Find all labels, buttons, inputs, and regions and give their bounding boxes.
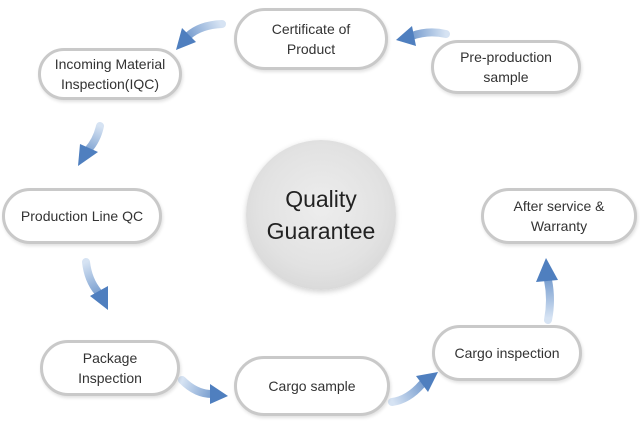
center-quality-guarantee: Quality Guarantee: [246, 140, 396, 290]
node-package-inspection: Package Inspection: [40, 340, 180, 396]
arrow-preproduction-to-certificate: [396, 26, 450, 46]
arrow-package-to-cargo-sample: [178, 376, 228, 404]
node-after-service-warranty: After service & Warranty: [481, 188, 637, 244]
node-production-line-qc: Production Line QC: [2, 188, 162, 244]
arrow-certificate-to-iqc: [176, 20, 226, 50]
node-incoming-material-inspection: Incoming Material Inspection(IQC): [38, 48, 182, 100]
node-pre-production-sample: Pre-production sample: [431, 40, 581, 94]
node-cargo-inspection: Cargo inspection: [432, 325, 582, 381]
arrow-iqc-to-production-line: [78, 122, 104, 166]
node-cargo-sample: Cargo sample: [234, 356, 390, 416]
arrow-cargo-sample-to-cargo-inspection: [388, 372, 438, 406]
node-certificate-of-product: Certificate of Product: [234, 8, 388, 70]
arrow-production-line-to-package: [82, 258, 108, 310]
arrow-cargo-inspection-to-after-service: [536, 258, 558, 324]
